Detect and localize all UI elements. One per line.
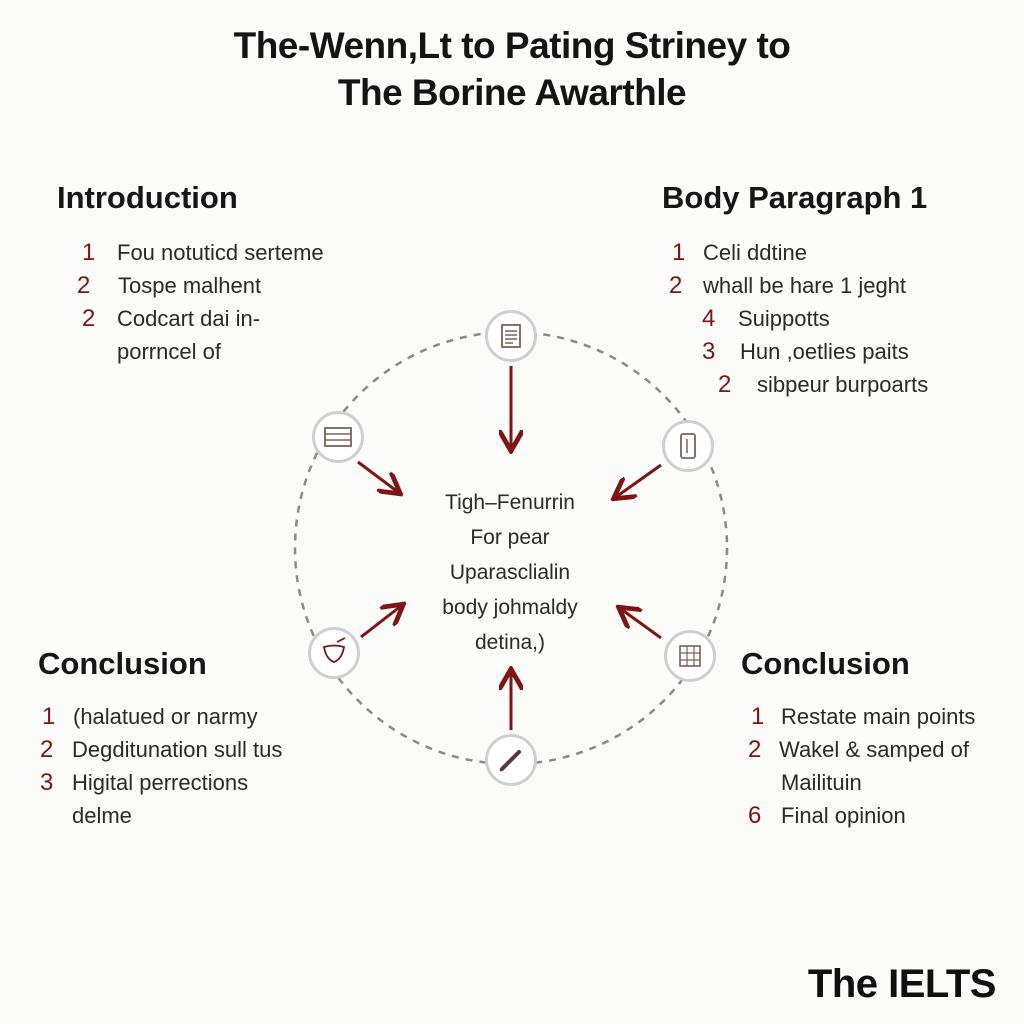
list-item: 6 Final opinion	[741, 799, 935, 832]
node-lower-left	[308, 627, 360, 679]
center-line: Tigh–Fenurrin	[445, 491, 575, 514]
list-item: 1 (halatued or narmy	[38, 700, 258, 733]
list-item: 1 Restate main points	[741, 700, 975, 733]
item-number: 2	[669, 272, 683, 299]
section-heading: Body Paragraph 1	[662, 180, 928, 215]
item-continuation: delme	[72, 803, 132, 828]
node-lower-right	[664, 630, 716, 682]
list-item: 2 Tospe malhent	[57, 269, 264, 302]
list-item: 2 whall be hare 1 jeght	[662, 269, 927, 302]
item-number: 4	[702, 305, 716, 332]
diagram-title: The-Wenn,Lt to Pating Striney to The Bor…	[0, 22, 1024, 116]
item-text: Restate main points	[781, 704, 976, 729]
item-number: 6	[748, 802, 762, 829]
arrow-lower-left	[360, 606, 401, 639]
center-line: body johmaldy	[442, 596, 578, 619]
item-number: 1	[42, 703, 56, 730]
item-text: (halatued or narmy	[73, 704, 258, 729]
list-item: 2 Wakel & samped of	[741, 733, 969, 766]
item-text: Degditunation sull tus	[72, 737, 283, 762]
arrow-lower-right	[621, 609, 662, 640]
item-number: 2	[718, 371, 732, 398]
section-heading: Conclusion	[741, 646, 910, 681]
node-upper-right	[662, 420, 714, 472]
list-item: 1 Celi ddtine	[662, 236, 927, 269]
notes-icon	[324, 427, 352, 447]
section-heading: Conclusion	[38, 646, 207, 681]
item-text: Codcart dai in-	[117, 306, 261, 331]
item-number: 2	[748, 736, 762, 763]
center-line: detina,)	[474, 631, 546, 654]
list-item: 2 Codcart dai in-	[57, 302, 264, 335]
item-text: Hun ,oetlies paits	[740, 339, 909, 364]
item-text: Higital perrections	[72, 770, 249, 795]
item-number: 2	[40, 736, 54, 763]
node-bottom	[485, 734, 537, 786]
center-line: Uparasclialin	[449, 561, 571, 584]
shield-icon	[322, 637, 346, 663]
document-icon	[501, 324, 521, 348]
brand-logo: The IELTS	[807, 962, 997, 1006]
phone-icon	[680, 433, 696, 459]
list-item: 3 Hun ,oetlies paits	[662, 335, 927, 368]
list-item: 2 Degditunation sull tus	[38, 733, 282, 766]
list-item: 3 Higital perrections	[38, 766, 248, 799]
item-text: Final opinion	[781, 803, 906, 828]
body-paragraph-1-section: Body Paragraph 1 1 Celi ddtine 2 whall b…	[662, 180, 929, 401]
item-number: 1	[751, 703, 765, 730]
item-text: Suippotts	[738, 306, 830, 331]
conclusion-right-section: Conclusion 1 Restate main points 2 Wakel…	[741, 646, 975, 832]
node-upper-left	[312, 411, 364, 463]
item-continuation: Mailituin	[781, 770, 862, 795]
item-number: 3	[40, 769, 54, 796]
arrow-upper-left	[357, 460, 398, 492]
item-text: whall be hare 1 jeght	[703, 273, 907, 298]
item-text: Wakel & samped of	[779, 737, 969, 762]
item-number: 3	[702, 338, 716, 365]
pen-icon	[499, 750, 521, 772]
item-number: 1	[82, 239, 96, 266]
introduction-section: Introduction 1 Fou notuticd serteme 2 To…	[57, 180, 324, 368]
item-number: 2	[82, 305, 96, 332]
conclusion-left-section: Conclusion 1 (halatued or narmy 2 Degdit…	[38, 646, 282, 832]
list-item: 4 Suippotts	[662, 302, 927, 335]
item-text: Fou notuticd serteme	[117, 240, 324, 265]
item-number: 1	[672, 239, 686, 266]
title-line-2: The Borine Awarthle	[337, 72, 687, 113]
center-line: For pear	[470, 526, 550, 549]
item-text: Tospe malhent	[118, 273, 262, 298]
item-text: Celi ddtine	[703, 240, 807, 265]
item-continuation: porrncel of	[117, 339, 221, 364]
item-number: 2	[77, 272, 91, 299]
chart-icon	[679, 645, 701, 667]
item-text: sibpeur burpoarts	[757, 372, 929, 397]
list-item: 1 Fou notuticd serteme	[57, 236, 324, 269]
title-line-1: The-Wenn,Lt to Pating Striney to	[233, 25, 791, 66]
section-heading: Introduction	[57, 180, 238, 215]
node-top	[485, 310, 537, 362]
arrow-upper-right	[616, 463, 662, 497]
center-summary: Tigh–Fenurrin For pear Uparasclialin bod…	[380, 485, 640, 660]
list-item: 2 sibpeur burpoarts	[662, 368, 929, 401]
